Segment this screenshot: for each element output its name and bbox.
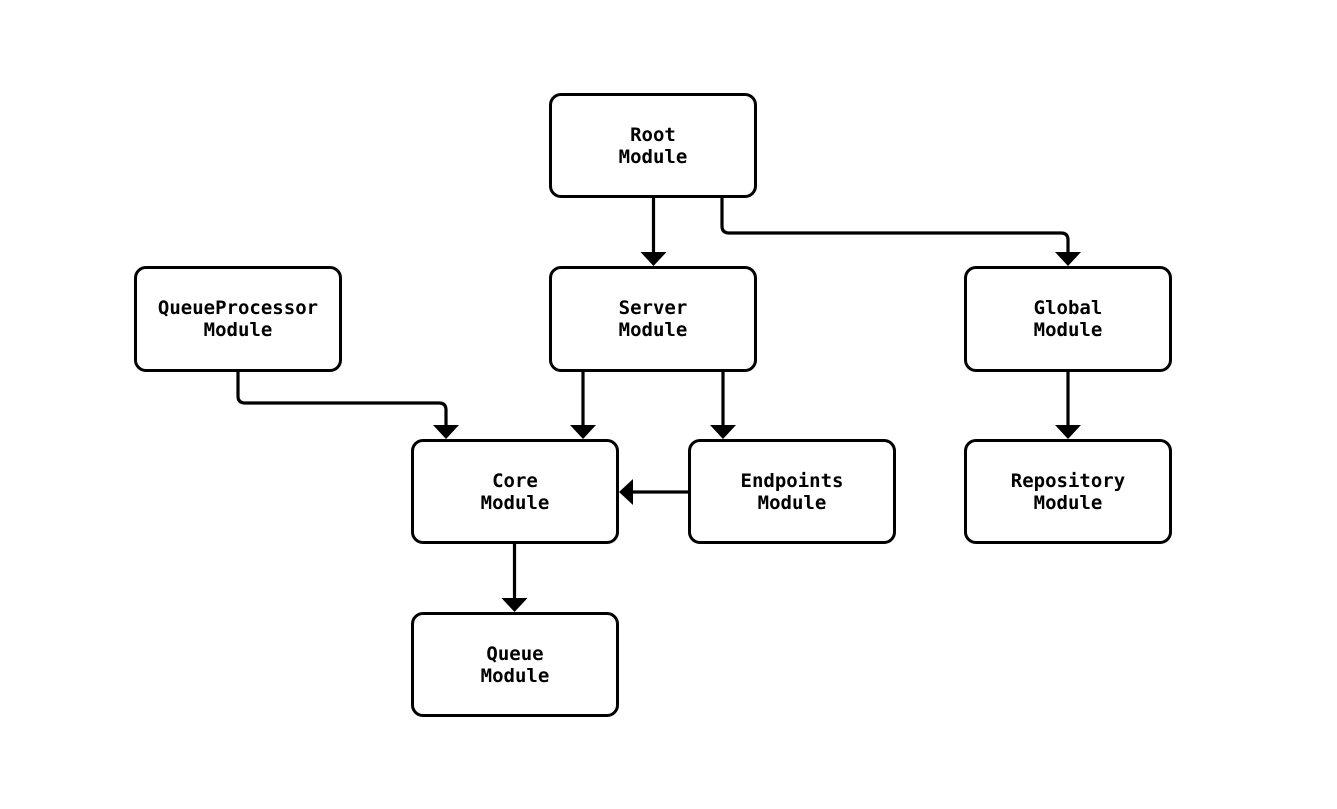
node-core-module: Core Module: [411, 439, 619, 544]
node-server-module: Server Module: [549, 266, 757, 372]
node-server-module-label: Server Module: [618, 297, 688, 341]
node-endpoints-module: Endpoints Module: [688, 439, 896, 544]
node-queueprocessor-module: QueueProcessor Module: [134, 266, 342, 372]
node-global-module-label: Global Module: [1033, 297, 1103, 341]
edge-server-to-endpoints: [710, 372, 736, 439]
node-global-module: Global Module: [964, 266, 1172, 372]
node-endpoints-module-label: Endpoints Module: [740, 469, 844, 514]
edge-root-to-server: [640, 198, 667, 266]
node-core-module-label: Core Module: [480, 469, 550, 514]
node-root-module: Root Module: [549, 93, 757, 198]
edge-core-to-queue: [501, 544, 528, 612]
edge-queueprocessor-to-core: [236, 372, 459, 439]
edge-endpoints-to-core: [619, 479, 688, 505]
edge-global-to-repository: [1055, 372, 1081, 439]
edge-root-to-global: [720, 198, 1081, 266]
node-repository-module: Repository Module: [964, 439, 1172, 544]
node-queue-module-label: Queue Module: [480, 642, 550, 687]
node-queueprocessor-module-label: QueueProcessor Module: [157, 297, 319, 341]
node-root-module-label: Root Module: [618, 123, 688, 168]
node-repository-module-label: Repository Module: [1010, 469, 1126, 514]
node-queue-module: Queue Module: [411, 612, 619, 717]
edge-server-to-core: [570, 372, 596, 439]
